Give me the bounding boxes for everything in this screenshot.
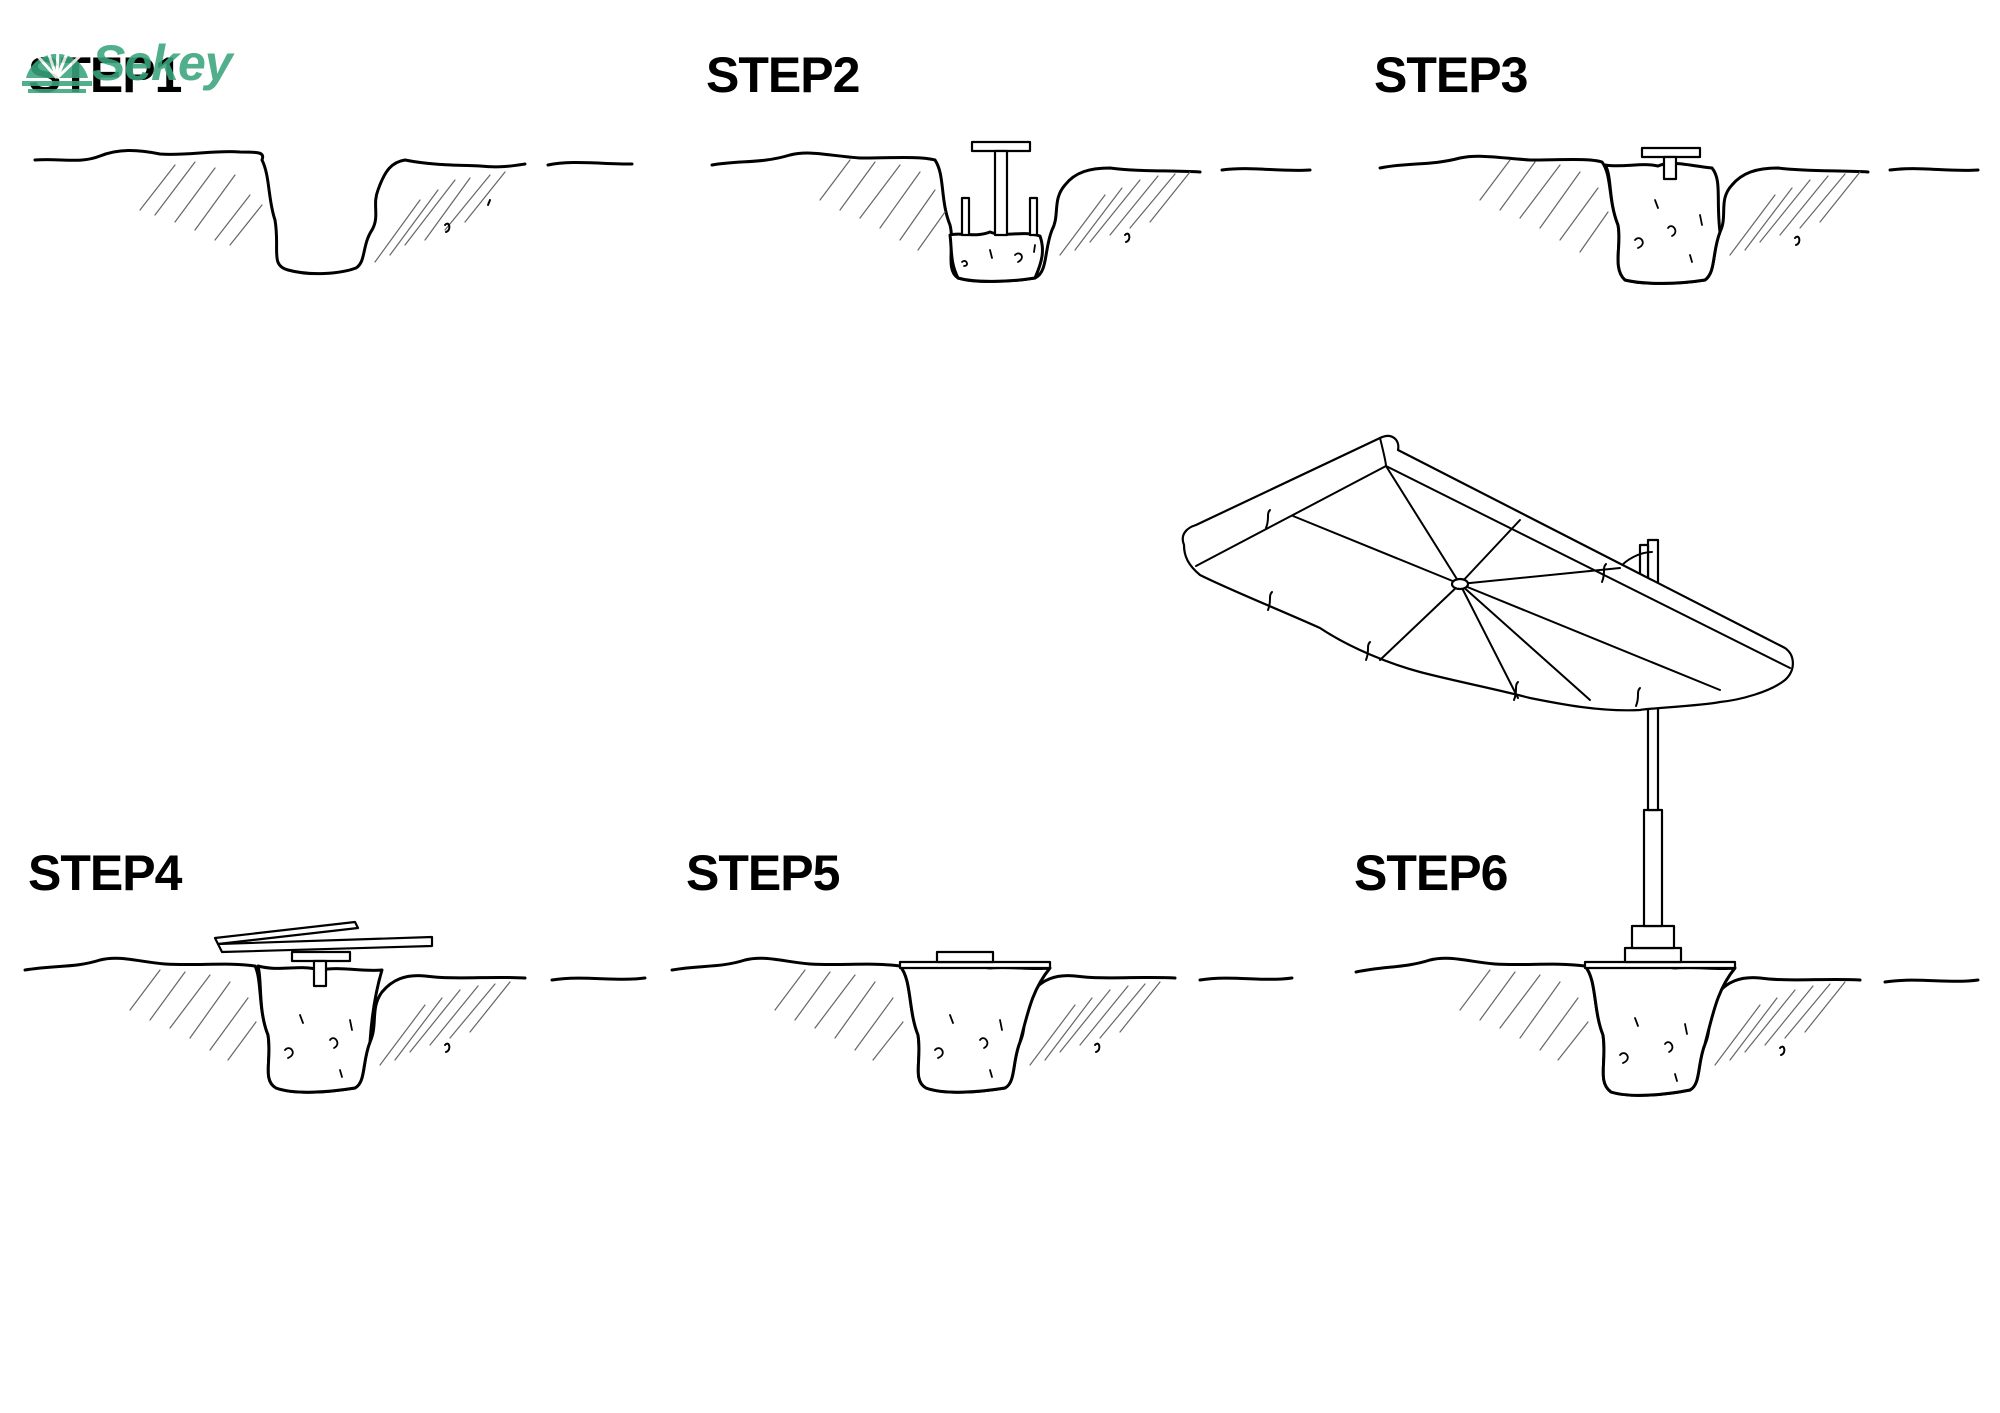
step-3-label: STEP3	[1374, 47, 1528, 103]
step-4-label: STEP4	[28, 845, 182, 901]
step-6-label: STEP6	[1354, 845, 1508, 901]
step-2-illustration	[710, 140, 1312, 283]
step-1-illustration	[33, 149, 634, 276]
step-4-illustration	[23, 920, 647, 1094]
brand-logo: Sekey	[20, 30, 250, 100]
step-2-label: STEP2	[706, 47, 860, 103]
sunburst-icon	[22, 43, 92, 93]
step-6-illustration	[1181, 434, 1980, 1097]
step-5-label: STEP5	[686, 845, 840, 901]
brand-name: Sekey	[92, 35, 233, 91]
step-5-illustration	[670, 950, 1294, 1094]
step-3-illustration	[1378, 146, 1980, 285]
